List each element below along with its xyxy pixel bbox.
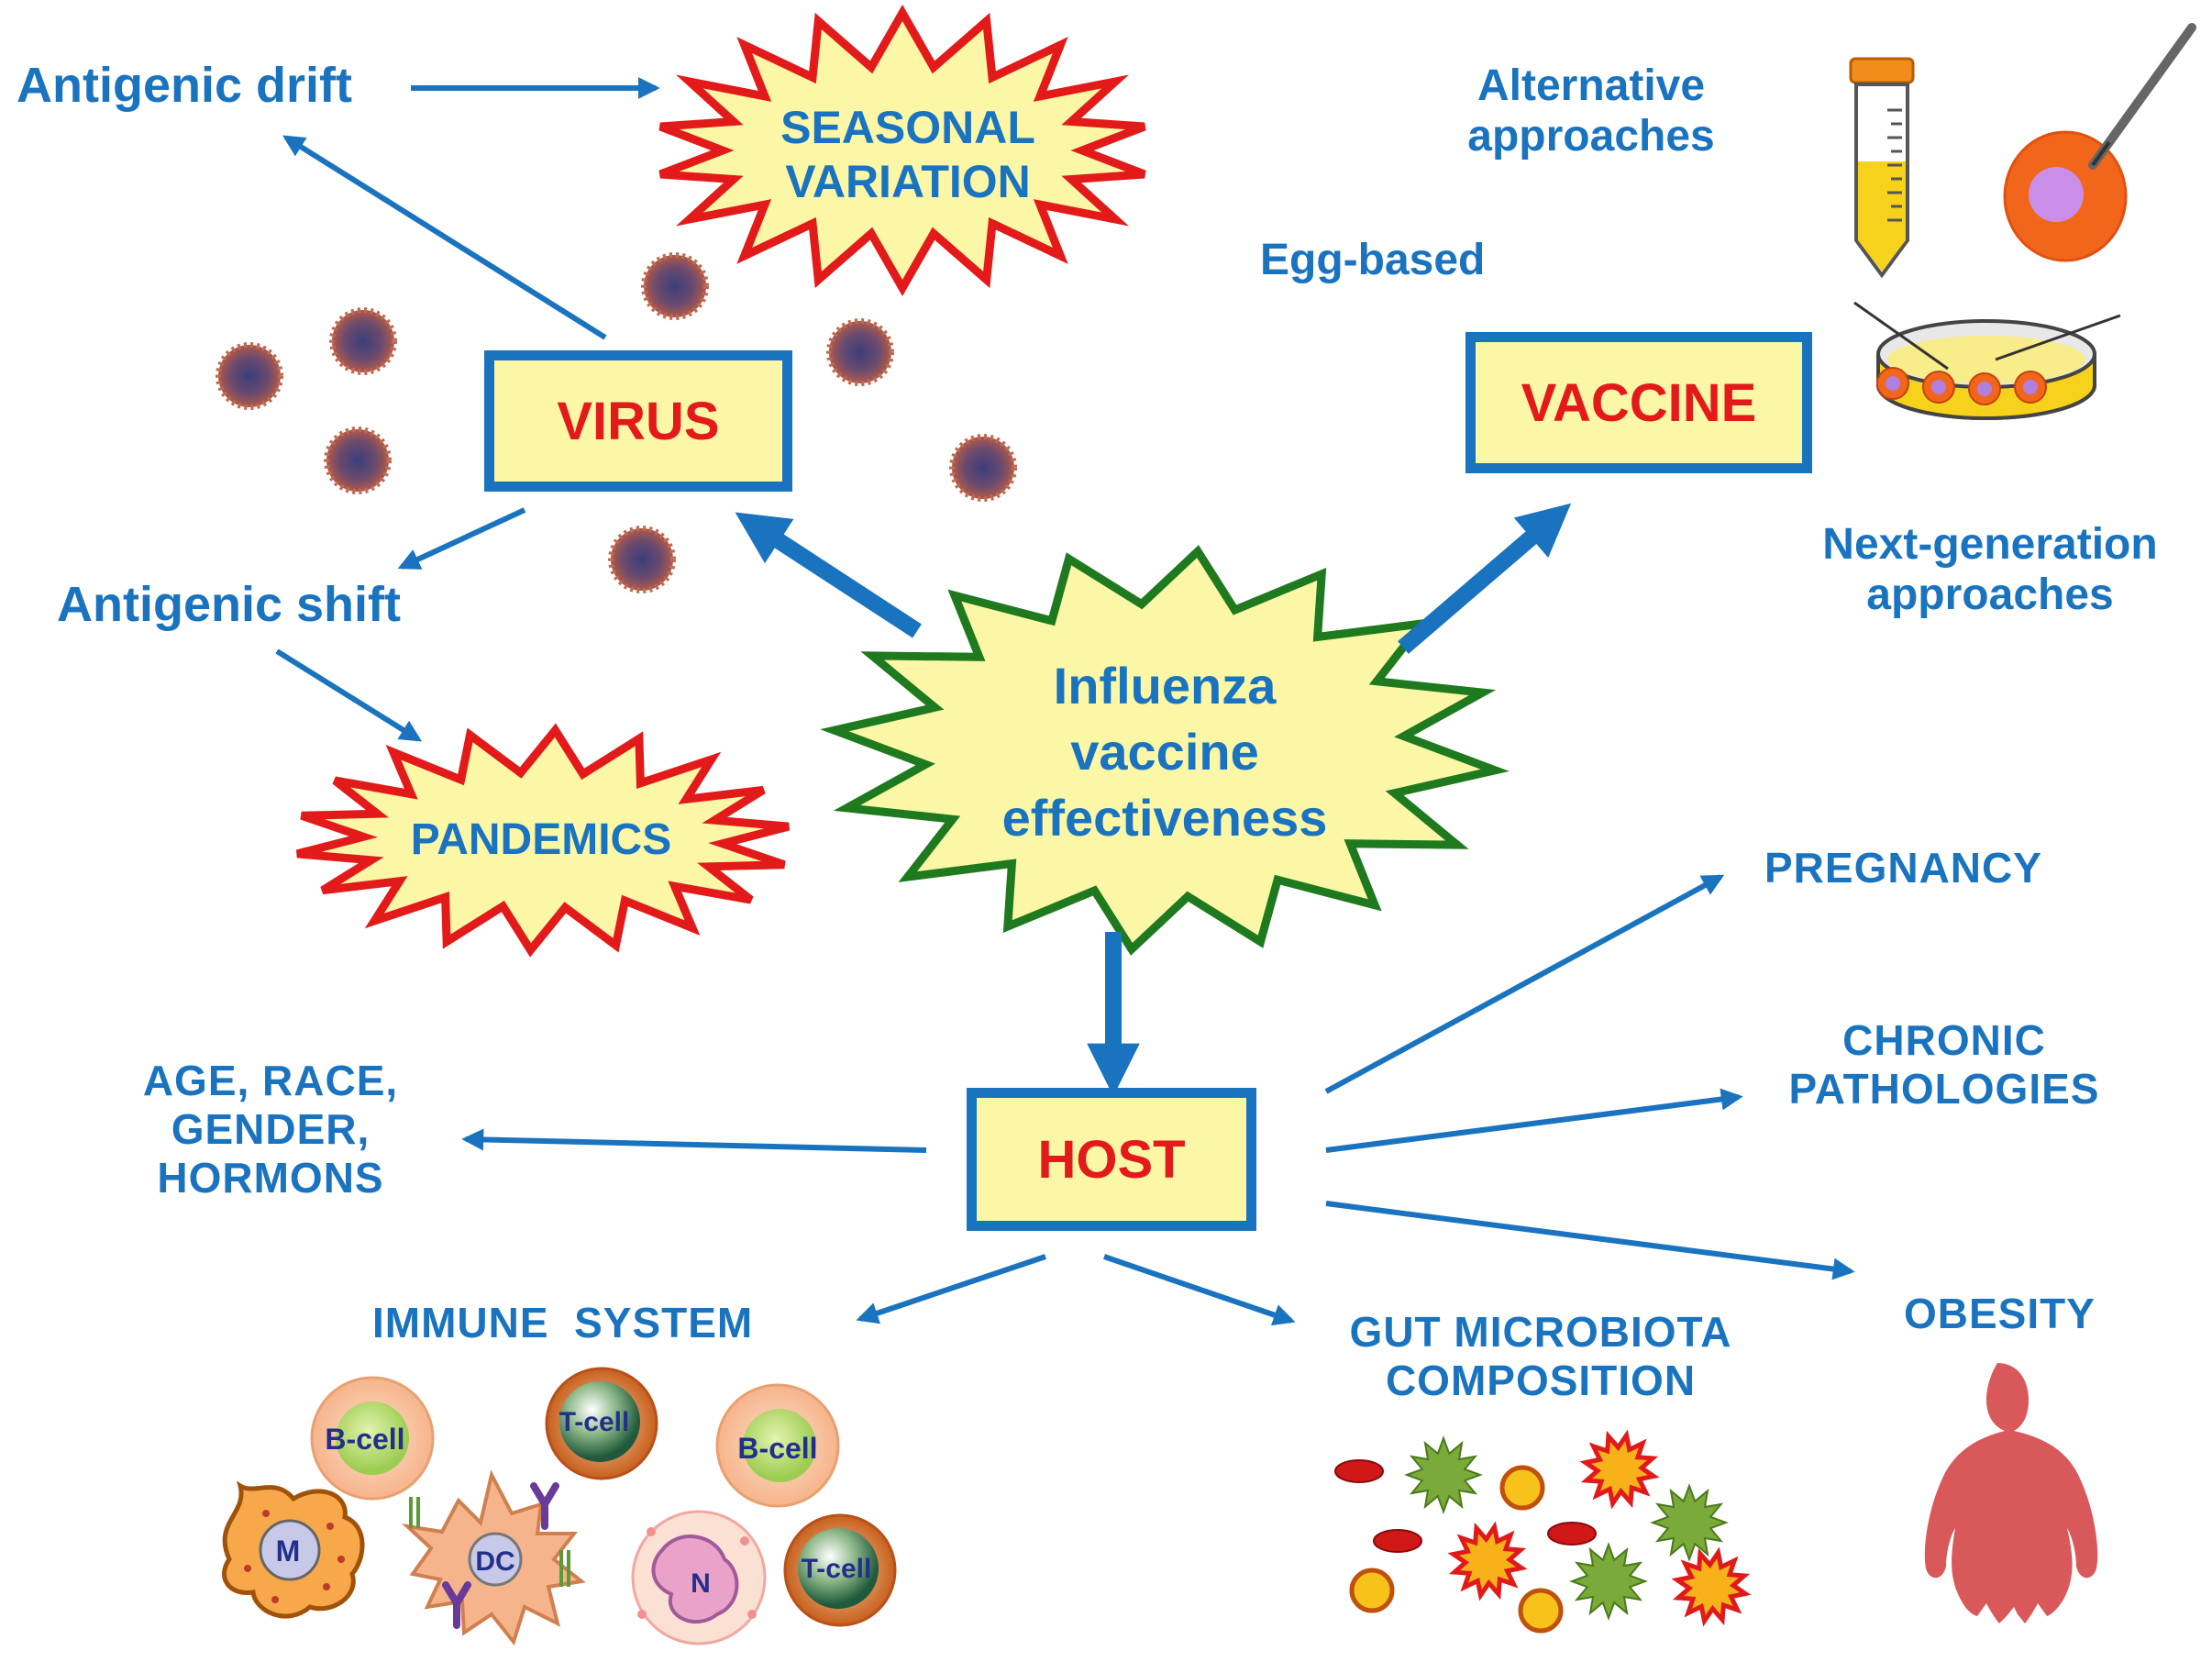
arrow-virus-to-shift [397,507,526,570]
yellow-cocci-icon [1349,1568,1395,1613]
virus-particle-icon [826,318,894,386]
alt-line-2: approaches [1467,112,1715,161]
seasonal-starburst [658,4,1146,297]
immune-cells: B-cell T-cell B-cell M DC [222,1367,897,1646]
virus-particle-icon [324,427,392,494]
arrow-shift-to-pandemics [275,648,423,742]
immune-system-label: IMMUNE SYSTEM [372,1299,754,1346]
seasonal-variation-text: SEASONAL VARIATION [734,101,1082,209]
arrow-host-to-gut [1103,1254,1296,1326]
pandemics-text: PANDEMICS [410,815,672,864]
antigenic-shift-label: Antigenic shift [57,577,401,632]
virus-particle-icon [608,526,676,593]
arrow-host-to-chronic [1325,1088,1743,1153]
center-text: Influenza vaccine effectiveness [935,653,1394,851]
gut-line-1: GUT MICROBIOTA [1349,1308,1732,1356]
chronic-line-1: CHRONIC [1842,1016,2046,1064]
arrow-host-to-obesity [1325,1201,1855,1280]
next-generation-label: Next-generation approaches [1797,519,2183,620]
b-cell-label-2: B-cell [737,1432,817,1465]
neutrophil-icon: N [631,1510,767,1645]
petri-dish-icon [1853,301,2121,420]
pandemics-starburst [295,723,791,958]
vaccine-box: VACCINE [1465,332,1812,473]
virus-particle-icon [949,434,1017,502]
t-cell-label-2: T-cell [802,1554,872,1584]
age-line-1: AGE, RACE, [142,1057,399,1104]
vaccine-label: VACCINE [1521,372,1757,433]
virus-particle-icon [641,252,709,320]
alt-line-1: Alternative [1477,61,1706,110]
age-line-2: GENDER, [171,1104,371,1153]
t-cell-label-1: T-cell [559,1407,630,1437]
pregnancy-label: PREGNANCY [1764,844,2042,892]
arrow-center-to-virus [735,512,922,638]
test-tube-icon [1849,57,1915,279]
b-cell-label-1: B-cell [325,1423,404,1456]
virus-label: VIRUS [557,391,720,451]
macrophage-label: M [276,1535,301,1568]
green-microbe-icon [1650,1483,1729,1562]
center-line-2: vaccine [1070,723,1259,781]
gut-microbiota-label: GUT MICROBIOTA COMPOSITION [1321,1308,1761,1405]
red-bacteria-icon [1547,1522,1597,1546]
yellow-cocci-icon [1518,1588,1564,1634]
seasonal-line-2: VARIATION [785,156,1031,207]
arrow-center-to-vaccine [1398,503,1572,654]
arrow-host-to-immune [856,1254,1046,1324]
yellow-cocci-icon [1499,1465,1545,1511]
red-bacteria-icon [1334,1459,1384,1483]
injected-cell-icon [2003,23,2196,262]
green-microbe-icon [1404,1435,1483,1514]
obese-person-icon [1924,1363,2098,1623]
arrow-virus-to-drift [282,135,607,340]
alternative-approaches-label: Alternative approaches [1431,61,1752,161]
virus-particle-icon [329,307,397,375]
center-starburst [820,545,1510,956]
nextgen-line-2: approaches [1866,571,2114,620]
chronic-pathologies-label: CHRONIC PATHOLOGIES [1761,1016,2128,1114]
nextgen-line-1: Next-generation [1822,520,2158,569]
dendritic-cell-icon: DC [401,1469,586,1646]
arrow-host-to-pregnancy [1324,874,1725,1094]
dc-label: DC [475,1546,514,1577]
host-box: HOST [967,1088,1256,1231]
seasonal-line-1: SEASONAL [780,102,1035,153]
arrow-host-to-age [461,1128,927,1153]
t-cell-icon-2: T-cell [783,1513,897,1627]
neutrophil-label: N [691,1568,711,1599]
obesity-label: OBESITY [1904,1290,2096,1337]
center-line-1: Influenza [1053,657,1277,715]
antigenic-drift-label: Antigenic drift [17,58,352,113]
gut-line-2: COMPOSITION [1385,1356,1697,1404]
macrophage-icon: M [222,1480,365,1619]
b-cell-icon-2: B-cell [715,1383,840,1508]
chronic-line-2: PATHOLOGIES [1788,1064,2100,1113]
arrows [275,77,1855,1326]
red-yellow-microbe-icon [1671,1546,1752,1627]
red-bacteria-icon [1373,1529,1422,1553]
b-cell-icon-1: B-cell [310,1376,435,1501]
green-microbe-icon [1569,1542,1648,1621]
red-yellow-microbe-icon [1447,1521,1528,1601]
gut-microbiota-icons [1334,1429,1752,1634]
egg-based-label: Egg-based [1260,236,1486,284]
virus-box: VIRUS [484,350,792,492]
age-line-3: HORMONS [157,1153,384,1202]
age-race-gender-label: AGE, RACE, GENDER, HORMONS [119,1057,422,1202]
host-label: HOST [1037,1129,1186,1190]
center-line-3: effectiveness [1001,789,1328,847]
red-yellow-microbe-icon [1579,1429,1660,1510]
t-cell-icon-1: T-cell [545,1367,658,1480]
virus-particles [216,252,1017,593]
virus-particle-icon [216,342,283,410]
